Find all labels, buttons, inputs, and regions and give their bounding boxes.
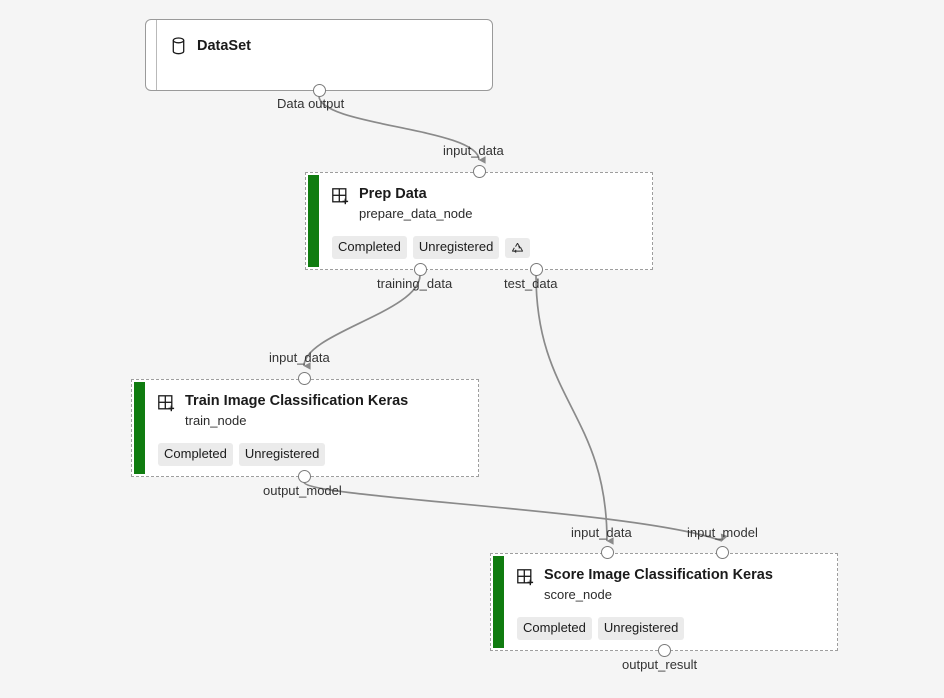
port-prep-training-data[interactable] (414, 263, 427, 276)
status-badge-registration: Unregistered (597, 617, 685, 640)
module-grid-plus-icon (332, 188, 349, 205)
node-title: DataSet (197, 38, 251, 54)
module-grid-plus-icon (517, 569, 534, 586)
node-title: Train Image Classification Keras (185, 393, 409, 409)
node-prep-data[interactable]: Prep Data prepare_data_node Completed Un… (305, 172, 653, 270)
port-label-score-input-model: input_model (687, 525, 758, 540)
node-title: Score Image Classification Keras (544, 567, 773, 583)
status-bar-green (134, 382, 145, 474)
node-badges: Completed Unregistered (332, 236, 651, 259)
status-badge-registration: Unregistered (238, 443, 326, 466)
port-train-input-data[interactable] (298, 372, 311, 385)
node-badges: Completed Unregistered (517, 617, 836, 640)
node-subtitle: train_node (185, 413, 247, 428)
node-badges: Completed Unregistered (158, 443, 477, 466)
database-icon (170, 37, 187, 55)
status-badge-completed: Completed (158, 443, 233, 466)
node-train-image-classification-keras[interactable]: Train Image Classification Keras train_n… (131, 379, 479, 477)
port-label-dataset-data-output: Data output (277, 96, 345, 111)
module-grid-plus-icon (158, 395, 175, 412)
recycle-icon[interactable] (505, 237, 531, 258)
status-badge-completed: Completed (517, 617, 592, 640)
port-label-prep-test-data: test_data (504, 276, 558, 291)
status-badge-completed: Completed (332, 236, 407, 259)
port-train-output-model[interactable] (298, 470, 311, 483)
edge-prep-test-to-score (535, 274, 614, 545)
port-prep-test-data[interactable] (530, 263, 543, 276)
status-bar-green (308, 175, 319, 267)
node-title: Prep Data (359, 186, 427, 202)
edge-train-model-to-score (303, 481, 728, 542)
port-label-train-input-data: input_data (269, 350, 330, 365)
port-score-output-result[interactable] (658, 644, 671, 657)
port-score-input-data[interactable] (601, 546, 614, 559)
port-dataset-data-output[interactable] (313, 84, 326, 97)
port-prep-input-data[interactable] (473, 165, 486, 178)
port-label-score-input-data: input_data (571, 525, 632, 540)
node-subtitle: prepare_data_node (359, 206, 473, 221)
status-badge-registration: Unregistered (412, 236, 500, 259)
port-label-train-output-model: output_model (263, 483, 342, 498)
port-label-prep-training-data: training_data (377, 276, 453, 291)
node-score-image-classification-keras[interactable]: Score Image Classification Keras score_n… (490, 553, 838, 651)
node-subtitle: score_node (544, 587, 612, 602)
node-dataset[interactable]: DataSet (145, 19, 493, 91)
port-score-input-model[interactable] (716, 546, 729, 559)
port-label-score-output-result: output_result (622, 657, 698, 672)
dataset-accent-divider (156, 20, 157, 90)
status-bar-green (493, 556, 504, 648)
port-label-prep-input-data: input_data (443, 143, 504, 158)
